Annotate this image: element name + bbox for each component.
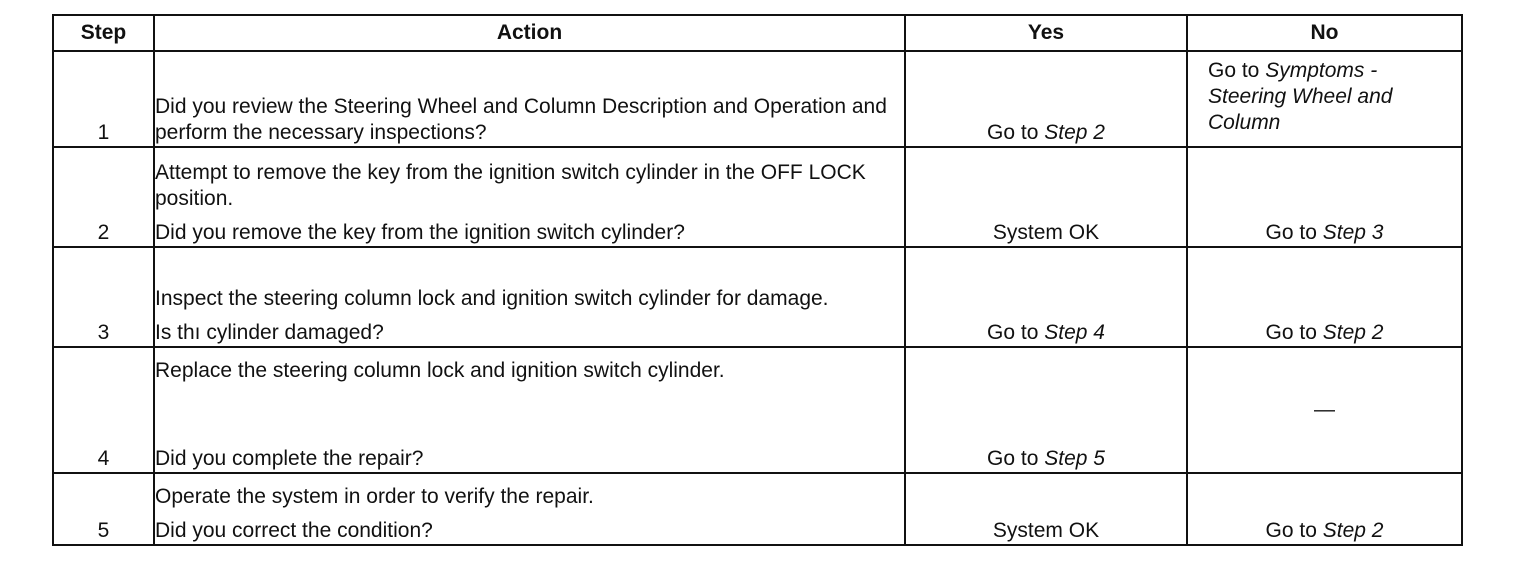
action-cell: Attempt to remove the key from the ignit… xyxy=(153,146,906,248)
table-row: 2 Attempt to remove the key from the ign… xyxy=(52,146,1463,248)
no-cell: — xyxy=(1186,346,1463,474)
action-instruction: Replace the steering column lock and ign… xyxy=(155,359,725,382)
yes-step-link[interactable]: Step 2 xyxy=(1044,121,1105,144)
yes-cell: Go to Step 2 xyxy=(904,50,1188,148)
action-question: Is thı cylinder damaged? xyxy=(155,321,384,344)
no-step-link[interactable]: Step 3 xyxy=(1322,221,1384,244)
step-number: 2 xyxy=(52,146,155,248)
header-no: No xyxy=(1186,14,1463,52)
step-number: 5 xyxy=(52,472,155,546)
yes-cell: System OK xyxy=(904,146,1188,248)
action-instruction: Inspect the steering column lock and ign… xyxy=(155,287,829,310)
yes-cell: Go to Step 5 xyxy=(904,346,1188,474)
yes-prefix: Go to xyxy=(987,121,1045,144)
no-prefix: Go to xyxy=(1208,59,1266,82)
table-row: 1 Did you review the Steering Wheel and … xyxy=(52,50,1463,148)
table-row: 4 Replace the steering column lock and i… xyxy=(52,346,1463,474)
step-number: 4 xyxy=(52,346,155,474)
action-instruction: Operate the system in order to verify th… xyxy=(155,485,594,508)
table-header-row: Step Action Yes No xyxy=(52,14,1463,52)
yes-cell: System OK xyxy=(904,472,1188,546)
no-prefix: Go to xyxy=(1265,221,1323,244)
action-text: Did you review the Steering Wheel and Co… xyxy=(155,95,887,144)
header-yes: Yes xyxy=(904,14,1188,52)
step-number: 1 xyxy=(52,50,155,148)
yes-step-link[interactable]: Step 4 xyxy=(1044,321,1105,344)
yes-result: System OK xyxy=(992,221,1100,244)
action-cell: Inspect the steering column lock and ign… xyxy=(153,246,906,348)
no-step-link[interactable]: Step 2 xyxy=(1322,519,1384,542)
yes-step-link[interactable]: Step 5 xyxy=(1044,447,1105,470)
no-step-link[interactable]: Step 2 xyxy=(1322,321,1384,344)
action-question: Did you correct the condition? xyxy=(155,519,433,542)
action-instruction: Attempt to remove the key from the ignit… xyxy=(155,161,866,210)
no-prefix: Go to xyxy=(1265,321,1323,344)
no-prefix: Go to xyxy=(1265,519,1323,542)
no-cell: Go to Step 2 xyxy=(1186,472,1463,546)
no-symptoms-link[interactable]: Symptoms - Steering Wheel and Column xyxy=(1208,59,1393,134)
yes-result: System OK xyxy=(992,519,1100,542)
action-cell: Did you review the Steering Wheel and Co… xyxy=(153,50,906,148)
header-step: Step xyxy=(52,14,155,52)
action-question: Did you remove the key from the ignition… xyxy=(155,221,685,244)
action-cell: Replace the steering column lock and ign… xyxy=(153,346,906,474)
no-cell: Go to Step 3 xyxy=(1186,146,1463,248)
no-cell: Go to Symptoms - Steering Wheel and Colu… xyxy=(1186,50,1463,148)
no-result-dash: — xyxy=(1314,398,1335,421)
diagnostic-table: Step Action Yes No 1 Did you review the … xyxy=(52,14,1463,546)
table-row: 3 Inspect the steering column lock and i… xyxy=(52,246,1463,348)
yes-prefix: Go to xyxy=(987,447,1045,470)
no-cell: Go to Step 2 xyxy=(1186,246,1463,348)
yes-cell: Go to Step 4 xyxy=(904,246,1188,348)
action-cell: Operate the system in order to verify th… xyxy=(153,472,906,546)
yes-prefix: Go to xyxy=(987,321,1045,344)
action-question: Did you complete the repair? xyxy=(155,447,424,470)
table-row: 5 Operate the system in order to verify … xyxy=(52,472,1463,546)
header-action: Action xyxy=(153,14,906,52)
step-number: 3 xyxy=(52,246,155,348)
